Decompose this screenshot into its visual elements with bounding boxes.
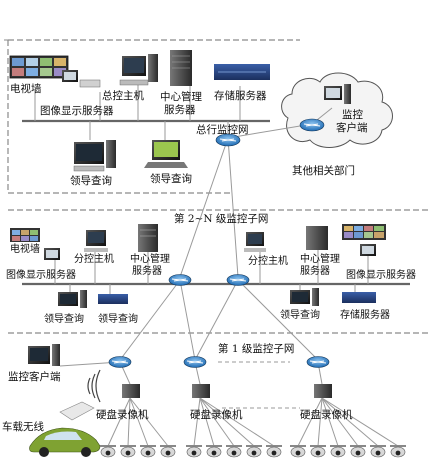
mid-center-server-label: 中心管理 xyxy=(130,252,170,265)
vehicle-label: 车载无线 xyxy=(2,420,44,433)
camera-icon xyxy=(100,445,116,458)
top-center-server-label: 中心管理 xyxy=(160,90,202,103)
mid-right-sub-host-icon xyxy=(244,232,266,252)
dvr-3-icon xyxy=(314,384,332,398)
bottom-client-label: 监控客户端 xyxy=(8,370,61,383)
bottom-network-label: 第 1 级监控子网 xyxy=(218,342,294,355)
mid-right-sub-host-label: 分控主机 xyxy=(248,254,288,267)
camera-icon xyxy=(290,445,306,458)
mid-right-image-server-label: 图像显示服务器 xyxy=(346,268,416,281)
camera-icon xyxy=(350,445,366,458)
mid-leader-query-label-1: 领导查询 xyxy=(44,312,84,325)
mid-center-server-icon xyxy=(138,224,158,252)
mid-leader-query-pc-icon xyxy=(58,290,87,308)
leader-query-laptop-icon xyxy=(144,140,188,168)
top-router-icon xyxy=(215,133,241,147)
camera-icon xyxy=(330,445,346,458)
camera-icon xyxy=(246,445,262,458)
dvr-3-label: 硬盘录像机 xyxy=(300,408,353,421)
storage-server-icon xyxy=(214,64,270,80)
mid-router-right-icon xyxy=(226,274,250,286)
mid-image-server-label: 图像显示服务器 xyxy=(6,268,76,281)
camera-icon xyxy=(370,445,386,458)
bottom-router-2-icon xyxy=(183,356,207,368)
mid-router-left-icon xyxy=(168,274,192,286)
mid-center-server-label-2: 服务器 xyxy=(132,264,162,277)
top-center-server-label-2: 服务器 xyxy=(164,103,196,116)
top-leader-query-label-2: 领导查询 xyxy=(150,172,192,185)
camera-icon xyxy=(140,445,156,458)
mid-right-leader-query-label: 领导查询 xyxy=(280,308,320,321)
cloud-client-pc-icon xyxy=(324,84,351,104)
bottom-client-pc-icon xyxy=(28,344,60,366)
top-tv-wall-label: 电视墙 xyxy=(10,82,42,95)
cloud-client-label-2: 客户端 xyxy=(336,121,368,134)
camera-icon xyxy=(266,445,282,458)
dvr-2-label: 硬盘录像机 xyxy=(190,408,243,421)
mid-leader-query-rack-icon xyxy=(98,294,128,304)
wireless-device-icon xyxy=(59,401,95,421)
mid-leader-query-label-2: 领导查询 xyxy=(98,312,138,325)
camera-icon xyxy=(186,445,202,458)
tv-wall-icon xyxy=(9,55,69,79)
camera-icon xyxy=(206,445,222,458)
camera-icon xyxy=(226,445,242,458)
image-server-pc-icon xyxy=(62,70,101,88)
mid-right-center-label-2: 服务器 xyxy=(300,264,330,277)
mid-sub-host-label: 分控主机 xyxy=(74,252,114,265)
center-server-icon xyxy=(170,50,192,86)
mid-tv-wall-label: 电视墙 xyxy=(10,242,40,255)
wireless-signal-icon xyxy=(87,369,101,403)
leader-query-pc-icon xyxy=(73,140,116,172)
cloud-shape xyxy=(281,72,393,148)
camera-icon xyxy=(160,445,176,458)
top-leader-query-label-1: 领导查询 xyxy=(70,174,112,187)
dvr-1-label: 硬盘录像机 xyxy=(96,408,149,421)
bottom-router-3-icon xyxy=(306,356,330,368)
main-host-icon xyxy=(119,54,158,86)
top-network-label: 总行监控网 xyxy=(196,123,249,136)
cloud-router-icon xyxy=(299,118,325,132)
mid-network-label: 第 2~N 级监控子网 xyxy=(174,212,268,225)
dvr-2-icon xyxy=(192,384,210,398)
bottom-router-1-icon xyxy=(108,356,132,368)
top-storage-server-label: 存储服务器 xyxy=(214,89,267,102)
connection-lines xyxy=(22,85,410,447)
mid-right-center-server-icon xyxy=(306,226,328,250)
dvr-1-icon xyxy=(122,384,140,398)
camera-icon xyxy=(120,445,136,458)
mid-right-center-label: 中心管理 xyxy=(300,252,340,265)
mid-right-image-server-pc-icon xyxy=(360,244,376,256)
camera-icon xyxy=(310,445,326,458)
vehicle-icon xyxy=(29,427,101,457)
cloud-client-label: 监控 xyxy=(342,108,363,121)
mid-right-leader-query-pc-icon xyxy=(290,288,319,306)
mid-sub-host-icon xyxy=(84,230,108,252)
camera-group xyxy=(100,445,406,458)
top-main-host-label: 总控主机 xyxy=(102,89,144,102)
camera-icon xyxy=(390,445,406,458)
other-dept-label: 其他相关部门 xyxy=(292,164,355,177)
mid-right-storage-server-icon xyxy=(342,292,376,303)
mid-tv-wall-icon xyxy=(10,228,40,242)
top-image-server-label: 图像显示服务器 xyxy=(40,104,114,117)
mid-right-tv-wall-icon xyxy=(342,224,386,240)
mid-right-storage-label: 存储服务器 xyxy=(340,308,390,321)
mid-image-server-pc-icon xyxy=(44,248,60,260)
